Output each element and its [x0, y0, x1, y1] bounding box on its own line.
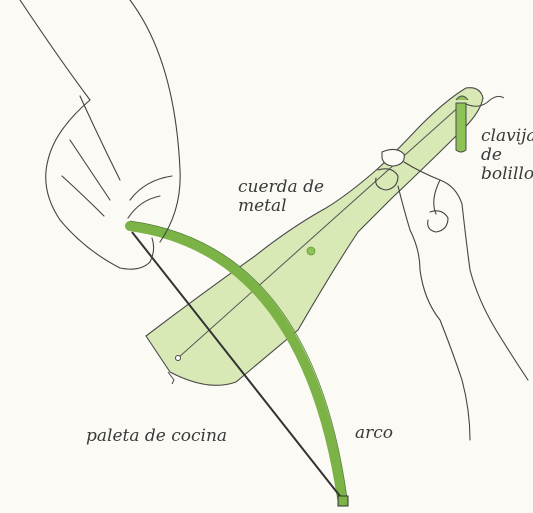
string-anchor: [175, 355, 181, 361]
label-metal-string-line1: cuerda de: [238, 177, 325, 197]
paddle-handle-edge: [167, 371, 175, 385]
label-peg-line1: clavija: [481, 126, 533, 146]
bow-tip: [337, 495, 349, 507]
metal-string: [177, 103, 463, 359]
peg: [455, 102, 467, 153]
label-metal-string: cuerda de metal: [238, 178, 324, 216]
label-paddle: paleta de cocina: [86, 426, 228, 446]
label-peg: clavija de bolillo: [481, 127, 533, 184]
label-peg-line3: bolillo: [481, 164, 533, 184]
string-tail: [465, 95, 505, 107]
left-hand: [19, 0, 181, 270]
right-hand: [375, 148, 529, 441]
string-bead: [306, 246, 316, 256]
bow-string: [131, 231, 344, 501]
bow: [125, 221, 347, 503]
peg-top: [455, 95, 469, 101]
bow-edge: [129, 220, 348, 499]
label-peg-line2: de: [481, 145, 502, 165]
label-bow: arco: [355, 423, 394, 443]
label-metal-string-line2: metal: [238, 196, 287, 216]
